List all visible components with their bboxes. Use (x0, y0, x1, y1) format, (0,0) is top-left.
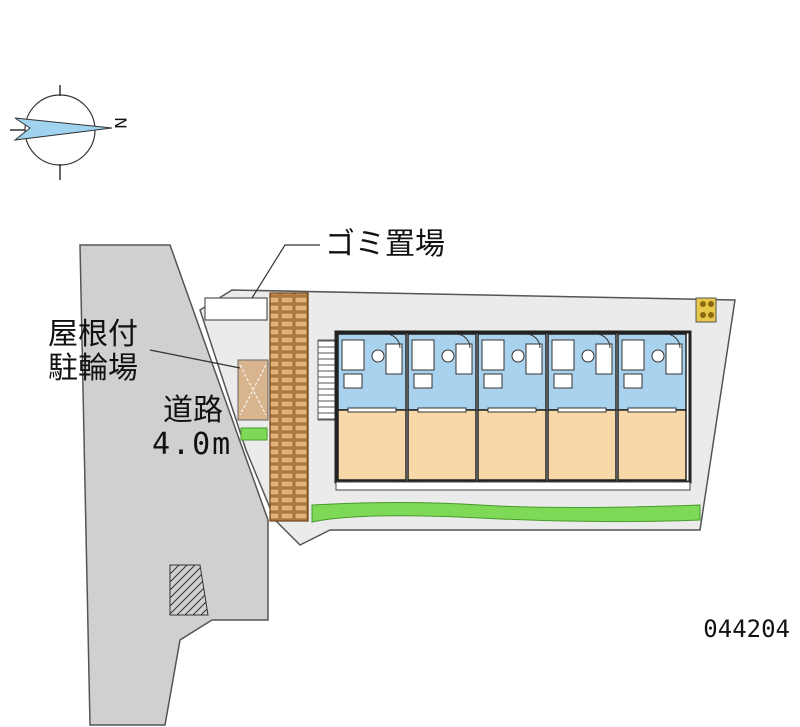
bike-leader (149, 349, 241, 369)
road (79, 244, 269, 726)
unit-kitchen (553, 373, 573, 389)
unit-partition (347, 407, 397, 413)
compass-north-label: N (110, 117, 130, 129)
road-label-line2: 4.0m (152, 427, 233, 462)
unit-bath (525, 343, 543, 375)
unit-room (407, 409, 477, 481)
unit-door-swing (595, 333, 611, 349)
road-label-line1: 道路 (163, 393, 223, 428)
unit-room (477, 409, 547, 481)
garbage-area (204, 297, 268, 321)
brick-walkway (269, 292, 309, 522)
bike-parking-label-line2: 駐輪場 (48, 351, 138, 386)
unit-door-swing (455, 333, 471, 349)
unit-partition (417, 407, 467, 413)
unit-toilet (581, 349, 595, 363)
balcony-strip (335, 481, 691, 491)
unit-toilet (511, 349, 525, 363)
unit-door-swing (385, 333, 401, 349)
apartment-units (337, 333, 687, 483)
unit-partition (557, 407, 607, 413)
unit-toilet (651, 349, 665, 363)
property-code: 044204 (703, 615, 790, 643)
unit-kitchen (343, 373, 363, 389)
unit-bath (595, 343, 613, 375)
unit-door-swing (665, 333, 681, 349)
unit-room (617, 409, 687, 481)
compass (10, 85, 113, 180)
unit-room (547, 409, 617, 481)
unit-bath (665, 343, 683, 375)
unit-entrance (411, 339, 435, 371)
unit-entrance (481, 339, 505, 371)
road-hatch (169, 564, 209, 616)
unit-door-swing (525, 333, 541, 349)
bike-parking-label-line1: 屋根付 (48, 317, 138, 352)
unit-kitchen (413, 373, 433, 389)
unit-entrance (551, 339, 575, 371)
unit-kitchen (623, 373, 643, 389)
unit-toilet (371, 349, 385, 363)
meter-box (695, 297, 717, 323)
planter (240, 427, 268, 441)
unit-entrance (621, 339, 645, 371)
unit-bath (385, 343, 403, 375)
stairs (317, 339, 337, 421)
unit-entrance (341, 339, 365, 371)
garbage-leader (251, 244, 320, 299)
unit-toilet (441, 349, 455, 363)
unit-partition (487, 407, 537, 413)
unit-kitchen (483, 373, 503, 389)
unit-room (337, 409, 407, 481)
hedge (311, 502, 701, 523)
garbage-label: ゴミ置場 (325, 227, 445, 262)
unit-partition (627, 407, 677, 413)
compass-needle (13, 117, 113, 141)
unit-bath (455, 343, 473, 375)
